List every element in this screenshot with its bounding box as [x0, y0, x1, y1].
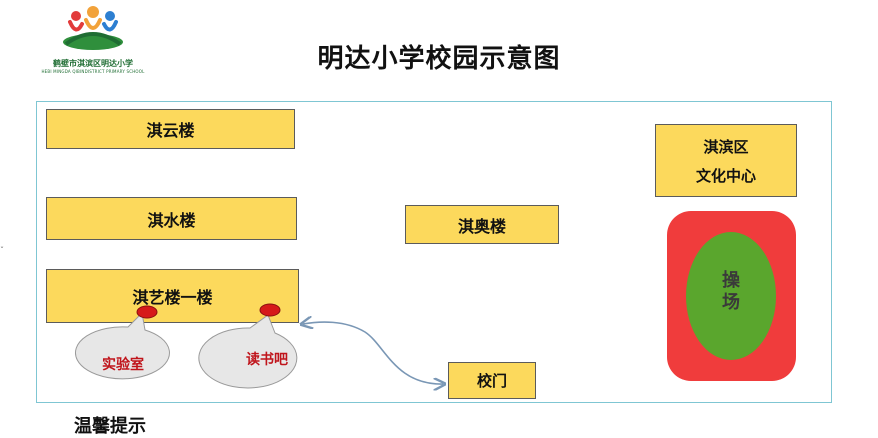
- school-english-name: HEBI MINGDA QIBINDISTRICT PRIMARY SCHOOL: [41, 69, 145, 74]
- school-emblem-icon: [63, 6, 123, 50]
- playground-label-char1: 操: [722, 270, 740, 291]
- culture-center: 淇滨区 文化中心: [655, 124, 797, 197]
- school-logo: 鹤壁市淇滨区明达小学 HEBI MINGDA QIBINDISTRICT PRI…: [38, 2, 148, 78]
- lab-callout-bubble: [74, 311, 170, 380]
- building-qiyun: 淇云楼: [46, 109, 295, 149]
- page-title: 明达小学校园示意图: [317, 44, 561, 74]
- reading-bar-label: 读书吧: [246, 352, 288, 368]
- school-name: 鹤壁市淇滨区明达小学: [53, 59, 133, 68]
- playground-field: [686, 232, 776, 360]
- building-qiao: 淇奥楼: [405, 205, 559, 244]
- culture-center-line1: 淇滨区: [703, 137, 749, 156]
- school-gate: 校门: [448, 362, 536, 399]
- lab-marker: [136, 305, 158, 319]
- reading-marker: [259, 303, 281, 317]
- footer-tip-heading: 温馨提示: [74, 416, 146, 437]
- reading-callout-bubble: [198, 314, 298, 389]
- culture-center-line2: 文化中心: [695, 166, 756, 185]
- stray-mark: ˇ: [0, 246, 4, 255]
- playground-label: 操 场: [719, 270, 743, 314]
- campus-map-frame: [36, 101, 832, 403]
- lab-label: 实验室: [102, 357, 144, 373]
- building-qishui: 淇水楼: [46, 197, 297, 240]
- route-arrow: [303, 322, 443, 384]
- playground-label-char2: 场: [722, 292, 740, 313]
- building-qiyi-first-floor: 淇艺楼一楼: [46, 269, 299, 323]
- map-overlay: [74, 211, 796, 424]
